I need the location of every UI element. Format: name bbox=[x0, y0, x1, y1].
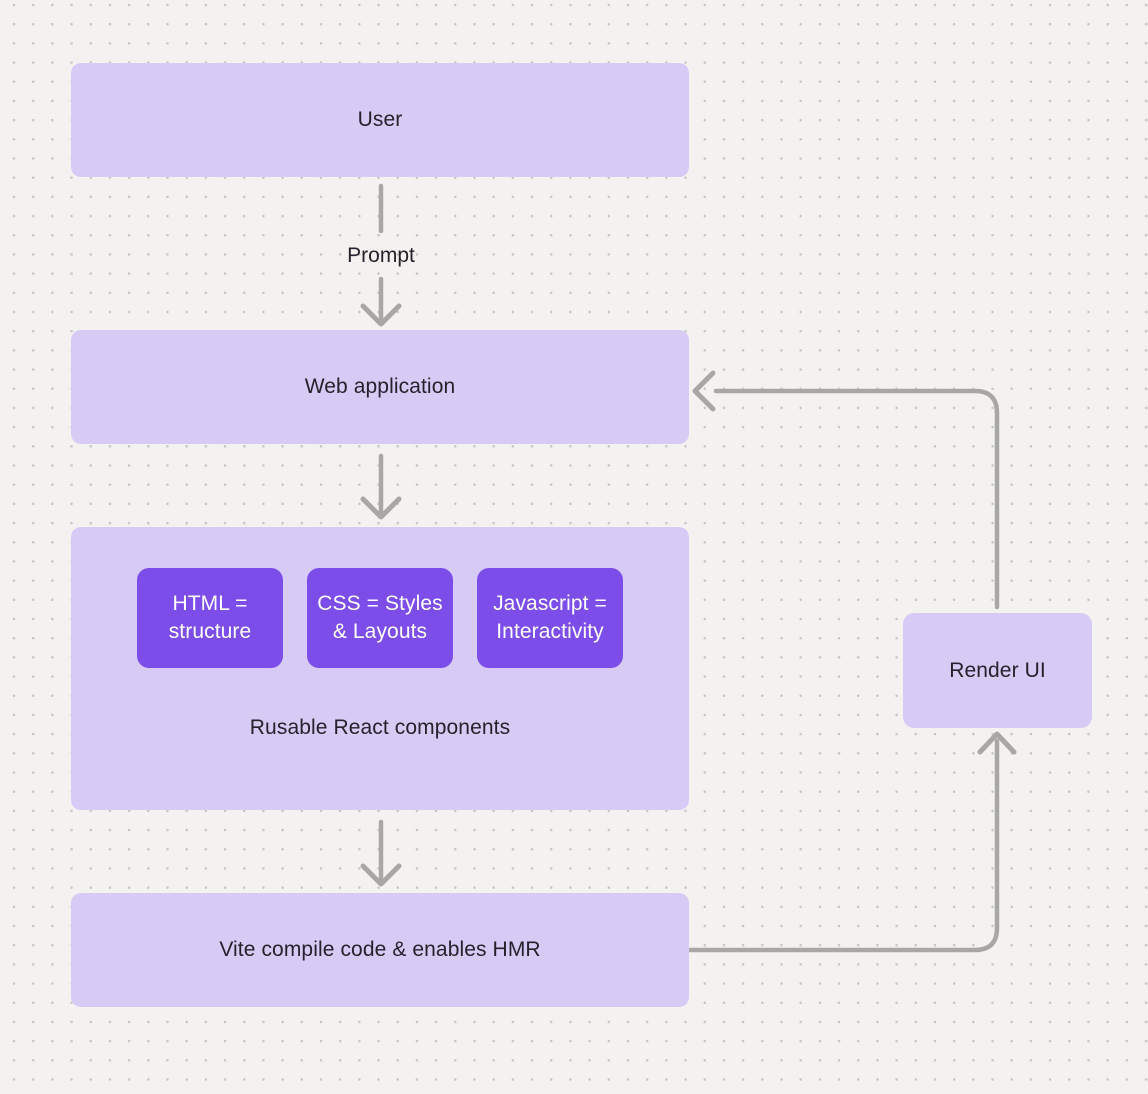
edge-shaft bbox=[713, 388, 1000, 610]
component-chip-row: HTML = structure CSS = Styles & Layouts … bbox=[137, 568, 623, 668]
arrowhead-down-icon bbox=[360, 303, 402, 327]
chip-css[interactable]: CSS = Styles & Layouts bbox=[307, 568, 453, 668]
edge-render-to-webapp[interactable] bbox=[692, 370, 1000, 610]
edge-shaft bbox=[687, 738, 1000, 953]
chip-javascript-line1: Javascript = bbox=[493, 592, 607, 615]
chip-css-line1: CSS = Styles bbox=[317, 592, 443, 615]
edge-vite-to-render[interactable] bbox=[687, 731, 1017, 953]
chip-css-line2: & Layouts bbox=[332, 620, 428, 643]
arrowhead-up-icon bbox=[977, 731, 1017, 755]
edge-user-to-webapp[interactable] bbox=[360, 183, 402, 327]
arrowhead-down-icon bbox=[360, 863, 402, 887]
chip-javascript[interactable]: Javascript = Interactivity bbox=[477, 568, 623, 668]
chip-html-line2: structure bbox=[168, 620, 252, 643]
node-user-label: User bbox=[357, 108, 403, 131]
chip-javascript-line2: Interactivity bbox=[496, 620, 604, 643]
node-user[interactable]: User bbox=[71, 63, 689, 177]
node-web-application[interactable]: Web application bbox=[71, 330, 689, 444]
arrowhead-left-icon bbox=[692, 370, 716, 412]
node-web-application-label: Web application bbox=[304, 375, 456, 398]
node-vite[interactable]: Vite compile code & enables HMR bbox=[71, 893, 689, 1007]
edge-webapp-to-group[interactable] bbox=[360, 453, 402, 520]
node-render-ui-label: Render UI bbox=[949, 658, 1046, 682]
node-render-ui[interactable]: Render UI bbox=[903, 613, 1092, 728]
node-vite-label: Vite compile code & enables HMR bbox=[219, 938, 541, 961]
chip-html[interactable]: HTML = structure bbox=[137, 568, 283, 668]
components-group-caption: Rusable React components bbox=[249, 716, 511, 739]
node-components-group[interactable]: HTML = structure CSS = Styles & Layouts … bbox=[71, 527, 689, 810]
chip-html-line1: HTML = bbox=[172, 592, 248, 615]
edge-group-to-vite[interactable] bbox=[360, 819, 402, 887]
arrowhead-down-icon bbox=[360, 496, 402, 520]
edge-label-prompt[interactable]: Prompt bbox=[347, 244, 415, 267]
